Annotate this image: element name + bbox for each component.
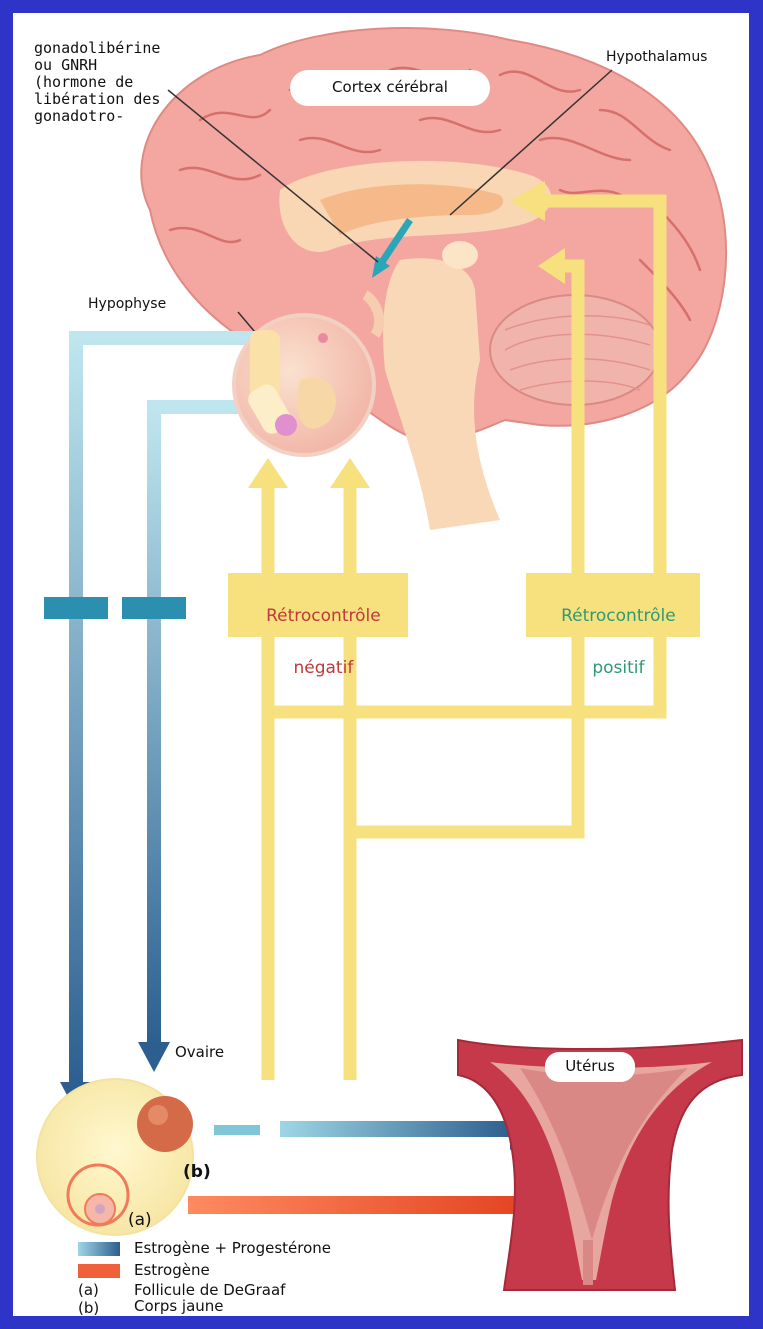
marker-b: (b)	[183, 1164, 211, 1181]
hypophyse-label: Hypophyse	[88, 296, 166, 313]
negative-feedback-line2: négatif	[293, 658, 353, 678]
positive-feedback-line2: positif	[592, 658, 644, 678]
ovaire-label: Ovaire	[175, 1044, 224, 1061]
negative-feedback-line1: Rétrocontrôle	[266, 606, 381, 626]
cortex-label: Cortex cérébral	[290, 79, 490, 96]
legend-key-b: (b)	[78, 1300, 99, 1317]
ovary-illustration	[37, 1079, 193, 1235]
legend-text-estrogene: Estrogène	[134, 1262, 210, 1279]
legend-text-estrogene-progesterone: Estrogène + Progestérone	[134, 1240, 331, 1257]
legend-swatch-orange	[78, 1264, 120, 1278]
legend-swatch-blue	[78, 1242, 120, 1256]
hypophyse-circle	[234, 315, 374, 455]
legend-key-a: (a)	[78, 1282, 99, 1299]
positive-feedback-line1: Rétrocontrôle	[561, 606, 676, 626]
hypothalamus-label: Hypothalamus	[606, 49, 707, 66]
positive-feedback-label: Rétrocontrôle positif	[526, 577, 700, 681]
legend-text-corps-jaune: Corps jaune	[134, 1298, 224, 1315]
marker-a: (a)	[128, 1212, 152, 1229]
negative-feedback-label: Rétrocontrôle négatif	[228, 577, 408, 681]
uterus-label: Utérus	[545, 1058, 635, 1075]
gnrh-label: gonadolibérine ou GNRH (hormone de libér…	[34, 40, 160, 125]
